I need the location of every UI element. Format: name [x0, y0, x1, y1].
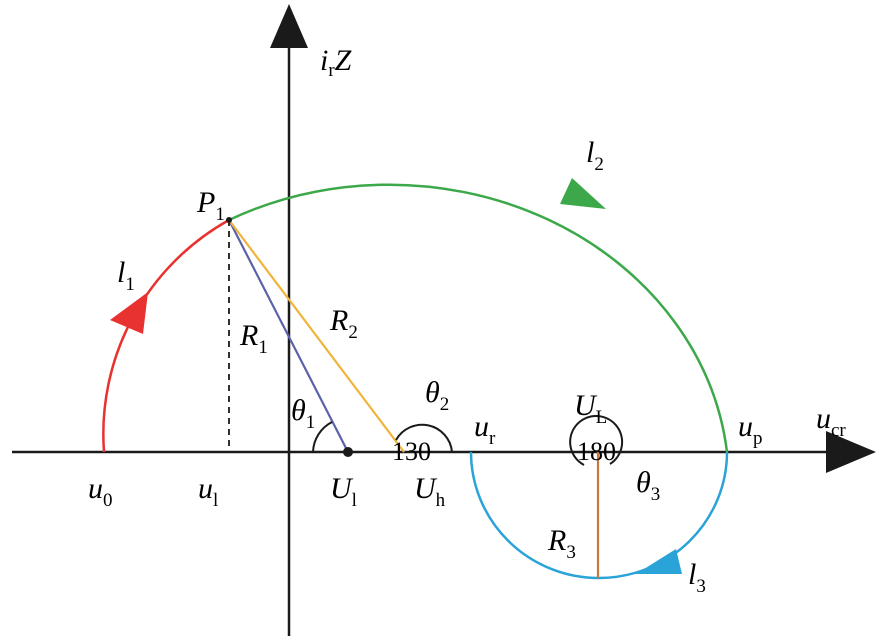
angle-theta1-arc: [312, 421, 333, 453]
vertical-axis-arrowhead: [270, 4, 308, 48]
arc-l2: [228, 183, 729, 453]
label-l2: l2: [586, 136, 604, 175]
angle-value-180: 180: [577, 437, 616, 466]
angle-theta3-arc: [569, 415, 624, 466]
arc-l1: [102, 218, 230, 453]
label-l3: l3: [688, 558, 706, 597]
angle-theta2-arc: [395, 423, 453, 453]
label-P1: P1: [196, 186, 225, 225]
label-UL: UL: [574, 389, 607, 428]
label-u0: u0: [88, 472, 113, 511]
radius-R2: [228, 219, 405, 453]
label-l1: l1: [117, 256, 135, 295]
label-up: up: [738, 410, 763, 449]
point-Ul: [343, 447, 353, 457]
point-P1: [226, 217, 232, 223]
label-R3: R3: [547, 524, 576, 563]
label-irZ: irZ: [320, 44, 352, 81]
label-theta1: θ1: [291, 394, 315, 433]
horizontal-axis-arrowhead: [826, 431, 876, 473]
arc-l1-arrowhead: [110, 292, 148, 334]
label-ur: ur: [474, 410, 496, 449]
label-R2: R2: [329, 304, 358, 343]
label-Ul: Ul: [330, 472, 357, 511]
label-R1: R1: [239, 319, 268, 358]
label-Uh: Uh: [414, 472, 446, 511]
radius-R1: [228, 219, 349, 453]
label-theta2: θ2: [425, 376, 449, 415]
angle-value-130: 130: [392, 437, 431, 466]
arc-l2-arrowhead: [560, 178, 606, 209]
label-ucr: ucr: [816, 402, 846, 441]
label-theta3: θ3: [636, 466, 660, 505]
label-ul: ul: [198, 472, 218, 511]
arc-l3-arrowhead: [636, 549, 682, 574]
